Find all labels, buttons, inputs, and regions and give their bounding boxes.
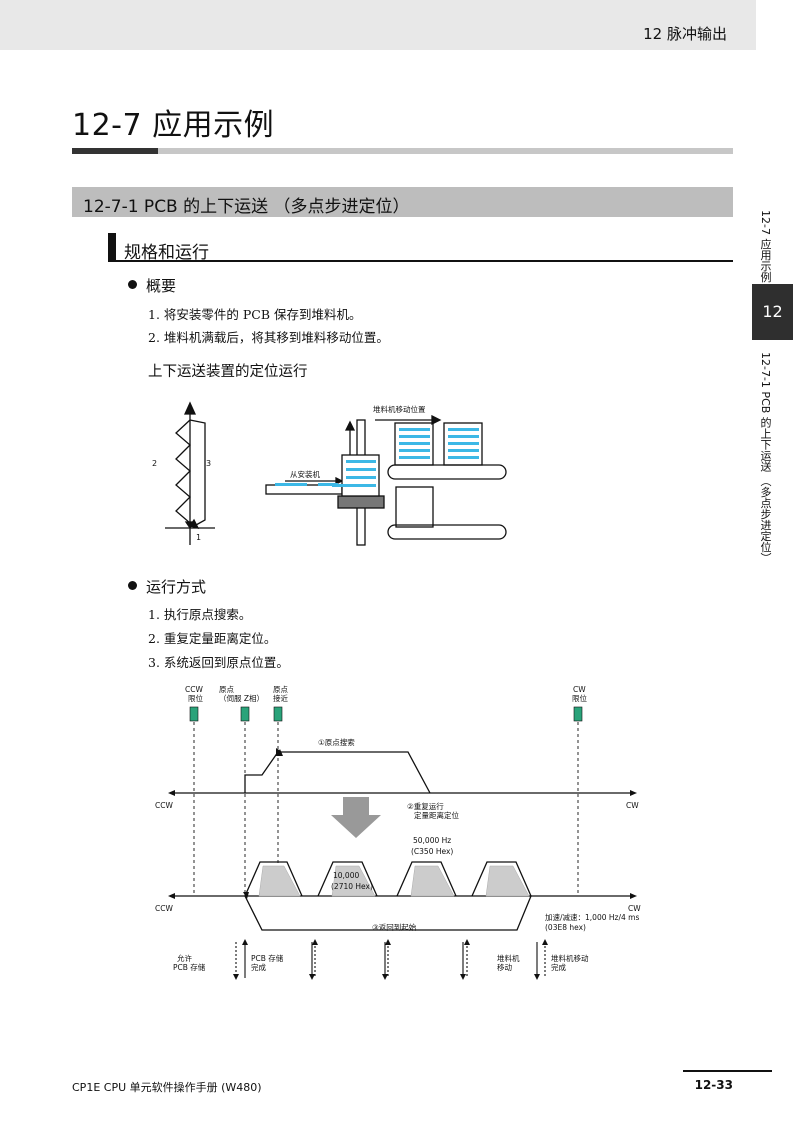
stacker-move-label: 堆料机 [497,953,520,963]
accel-label: (03E8 hex) [545,923,586,932]
operation-heading: 运行方式 [128,576,206,597]
footer-manual-title: CP1E CPU 单元软件操作手册 (W480) [72,1081,262,1094]
page-number: 12-33 [694,1078,733,1092]
ccw-limit-sensor [189,706,199,722]
subsection-rule [108,260,733,262]
list-item: 2. 重复定量距离定位。 [148,631,277,646]
return-label: ③返回到起始 [372,922,417,932]
speed-label: 50,000 Hz [413,836,451,845]
label-1: 1 [196,533,201,542]
stacker-move-label: 堆料机移动位置 [373,404,426,414]
ccw-limit-label: CCW [185,685,203,694]
step-profile-1 [244,861,303,897]
positioning-timing-diagram: CCW 限位 原点 （伺服 Z相） 原点 接近 CW 限位 ①原点搜索 CCW … [155,685,641,980]
proximity-label: 原点 [273,685,288,694]
list-item: 1. 执行原点搜索。 [148,607,252,622]
stacker-box-1 [394,422,434,466]
bullet-icon [128,581,137,590]
allow-storage-label: 允许 [177,953,192,963]
list-item: 1. 将安装零件的 PCB 保存到堆料机。 [148,307,362,322]
return-profile-right [189,419,206,526]
figure-title: 上下运送装置的定位运行 [148,364,308,380]
distance-label: 10,000 [333,871,359,880]
label-3: 3 [206,459,211,468]
section-band [72,187,733,217]
distance-label: (2710 Hex) [331,882,373,891]
origin-search-label: ①原点搜索 [318,737,355,747]
upper-conveyor [387,464,507,480]
cw-label: CW [626,801,639,810]
from-mounter-label: 从安装机 [290,469,320,479]
speed-label: (C350 Hex) [411,847,453,856]
up-arrow-icon [344,420,356,431]
title-underline [72,148,733,154]
conveyor-diagram: 2 3 1 堆料机移动位置 从安装机 [152,401,507,546]
step-profile-3 [396,861,457,897]
subsection-marker [108,233,116,261]
operation-heading-text: 运行方式 [146,578,207,596]
cw-limit-label: 限位 [572,693,587,703]
bullet-icon [128,280,137,289]
ccw-label: CCW [155,801,173,810]
title-underline-accent [72,148,158,154]
accel-label: 加速/减速：1,000 Hz/4 ms [545,912,639,922]
lower-conveyor [387,524,507,540]
proximity-label: 接近 [273,693,288,703]
subsection-title: 规格和运行 [124,243,209,263]
move-arrow-icon [431,414,442,426]
repeat-label: 定量距离定位 [414,810,459,820]
page-title: 12-7 应用示例 [72,108,275,143]
overview-heading-text: 概要 [146,277,177,295]
origin-label: （伺服 Z相） [219,693,264,703]
step-profile-2 [317,861,378,897]
origin-search-profile [244,751,431,794]
step-profile-4 [471,861,532,897]
list-item: 3. 系统返回到原点位置。 [148,655,289,670]
ccw-limit-label: 限位 [188,693,203,703]
side-tab-subsection: 12-7-1 PCB 的上下运送 （多点步进定位） [759,352,772,564]
header-band [0,0,756,50]
cw-limit-sensor [573,706,583,722]
stacker-move-label: 移动 [497,962,512,972]
footer-rule [683,1070,772,1072]
proximity-sensor [273,706,283,722]
chapter-title: 12 脉冲输出 [643,25,727,43]
label-2: 2 [152,459,157,468]
elevator-platform [337,495,385,509]
return-profile [244,895,532,931]
cw-label: CW [628,904,641,913]
stacker-done-label: 完成 [551,962,566,972]
overview-heading: 概要 [128,275,176,296]
step-profile-left [175,419,191,524]
repeat-label: ②重复运行 [407,801,444,811]
stacker-done-label: 堆料机移动 [551,953,589,963]
ccw-label: CCW [155,904,173,913]
mounter-conveyor [265,484,343,495]
axis-arrow-icon [183,401,197,415]
cw-limit-label: CW [573,685,586,694]
down-arrow-icon [331,797,381,838]
storage-done-label: PCB 存储 [251,953,284,963]
allow-storage-label: PCB 存储 [173,962,206,972]
list-item: 2. 堆料机满载后，将其移到堆料移动位置。 [148,330,389,345]
storage-done-label: 完成 [251,962,266,972]
empty-stacker [395,486,434,528]
feed-arrow-icon [335,476,344,486]
origin-label: 原点 [219,685,234,694]
side-tab-chapter-number: 12 [752,284,793,340]
side-tab-section: 12-7 应用示例 [759,210,772,283]
return-arrow-icon [188,518,200,529]
stacker-box-2 [443,422,483,466]
section-title: 12-7-1 PCB 的上下运送 （多点步进定位） [83,197,410,217]
origin-sensor [240,706,250,722]
